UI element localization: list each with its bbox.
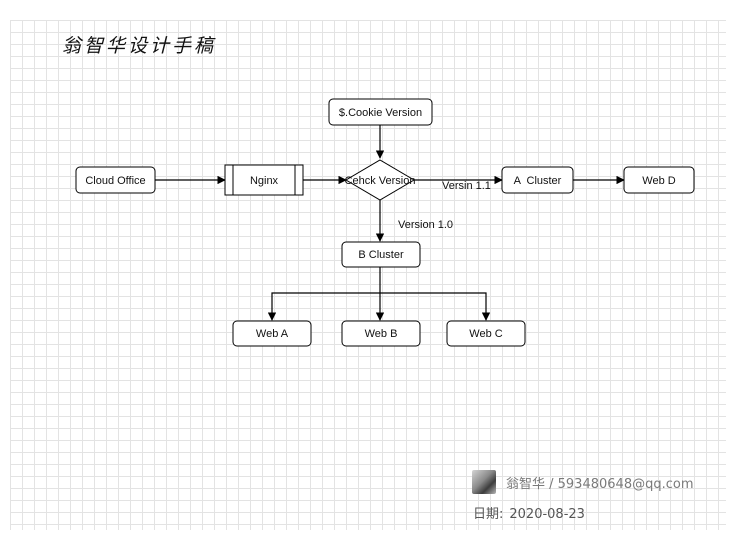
node-b-cluster[interactable]: B Cluster — [341, 241, 421, 268]
node-nginx[interactable]: Nginx — [224, 164, 304, 196]
node-check-version[interactable]: Cehck Version — [345, 159, 416, 201]
author-line: 翁智华 / 593480648@qq.com — [472, 469, 694, 495]
node-web-a[interactable]: Web A — [232, 320, 312, 347]
avatar — [472, 470, 496, 494]
node-cookie-version[interactable]: $.Cookie Version — [328, 98, 433, 126]
node-web-d[interactable]: Web D — [623, 166, 695, 194]
node-web-b-label: Web B — [365, 328, 398, 340]
node-cookie-version-label: $.Cookie Version — [339, 107, 422, 119]
node-cloud-office[interactable]: Cloud Office — [75, 166, 156, 194]
edge-label-version-1-1: Versin 1.1 — [442, 180, 491, 192]
node-a-cluster[interactable]: A Cluster — [501, 166, 574, 194]
node-web-a-label: Web A — [256, 328, 289, 340]
node-check-version-label: Cehck Version — [345, 175, 416, 187]
node-web-c-label: Web C — [469, 328, 502, 340]
date-value: 2020-08-23 — [509, 507, 585, 522]
edges — [155, 125, 625, 321]
diagram-title: 翁智华设计手稿 — [62, 35, 216, 57]
date-line: 日期: 2020-08-23 — [473, 503, 585, 522]
edge-b-cluster-to-web-a — [267, 292, 380, 321]
node-web-b[interactable]: Web B — [341, 320, 421, 347]
node-b-cluster-label: B Cluster — [358, 249, 404, 261]
edge-label-version-1-0: Version 1.0 — [398, 219, 453, 231]
author-text: 翁智华 / 593480648@qq.com — [506, 476, 694, 492]
node-nginx-label: Nginx — [250, 175, 279, 187]
node-cloud-office-label: Cloud Office — [85, 175, 145, 187]
node-a-cluster-label: A Cluster — [514, 175, 562, 187]
node-web-c[interactable]: Web C — [446, 320, 526, 347]
date-label: 日期: — [473, 507, 504, 522]
node-web-d-label: Web D — [642, 175, 675, 187]
edge-b-cluster-to-web-c — [380, 292, 491, 321]
